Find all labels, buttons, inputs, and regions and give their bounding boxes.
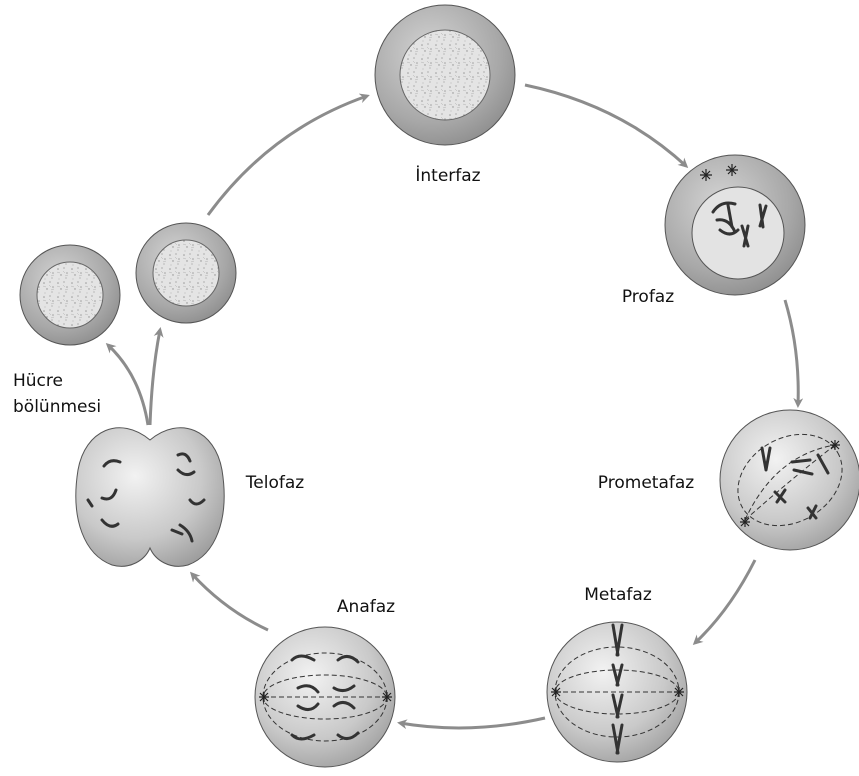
label-cell-division-line2: bölünmesi	[13, 397, 101, 417]
daughter-cell-right	[136, 223, 236, 323]
telophase-cell	[76, 428, 224, 567]
label-prometaphase: Prometafaz	[598, 473, 694, 493]
arrow-metaphase-to-anaphase	[400, 718, 545, 728]
arrow-telophase-to-daughter-left	[108, 345, 148, 425]
label-anaphase: Anafaz	[337, 597, 395, 617]
label-interphase: İnterfaz	[415, 165, 480, 186]
label-prophase: Profaz	[622, 287, 674, 307]
anaphase-cell	[255, 627, 395, 767]
interphase-cell	[375, 5, 515, 145]
label-cell-division-line1: Hücre	[13, 371, 63, 391]
prophase-cell	[665, 155, 805, 295]
arrow-anaphase-to-telophase	[192, 574, 268, 630]
metaphase-cell	[547, 622, 687, 762]
arrow-division-to-interphase	[208, 96, 367, 215]
arrow-telophase-to-daughter-right	[150, 330, 160, 425]
daughter-cell-left	[20, 245, 120, 345]
arrow-interphase-to-prophase	[525, 85, 686, 166]
label-metaphase: Metafaz	[584, 585, 652, 605]
prometaphase-cell	[720, 410, 859, 550]
arrow-prophase-to-prometaphase	[785, 300, 798, 405]
label-telophase: Telofaz	[245, 473, 304, 493]
arrow-prometaphase-to-metaphase	[695, 560, 755, 643]
